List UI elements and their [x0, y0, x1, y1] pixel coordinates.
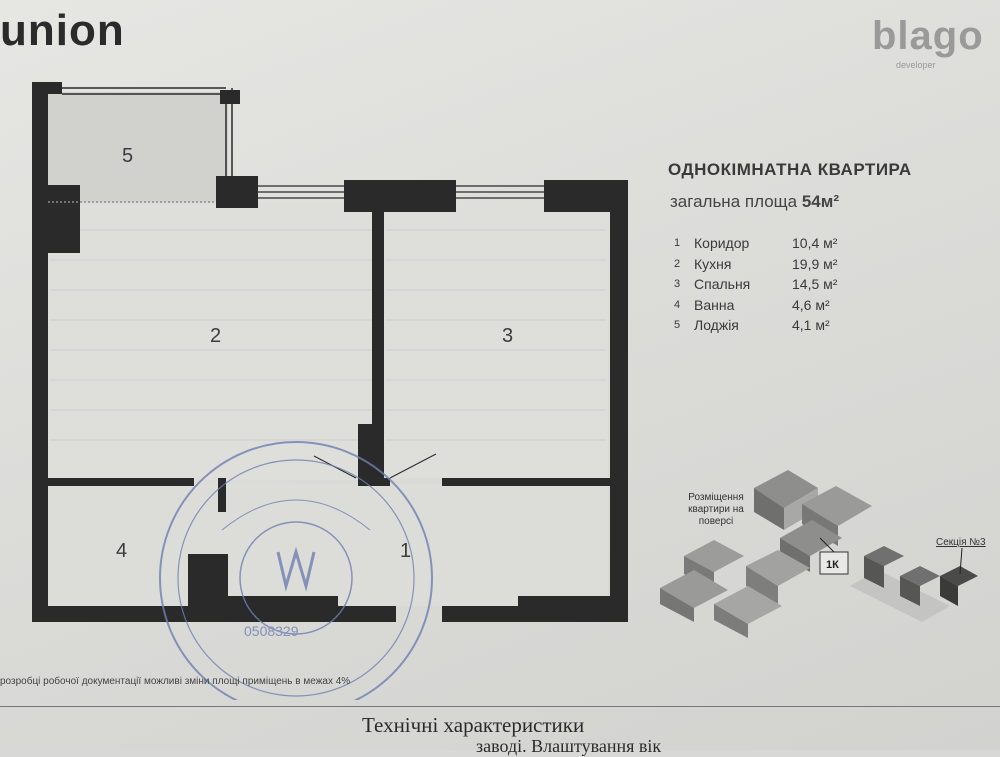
official-seal: 0508329	[159, 441, 433, 700]
cut-off-text: заводі. Влаштування вік	[476, 736, 662, 756]
wall-bottom-inner	[228, 596, 338, 608]
apartment-title: ОДНОКІМНАТНА КВАРТИРА	[668, 160, 912, 179]
wall-top-left	[32, 82, 62, 94]
room-1-floor	[218, 484, 608, 606]
wall-corridor-top	[358, 478, 390, 486]
blago-logo-subtitle: developer	[896, 60, 936, 70]
walls	[32, 82, 628, 622]
loggia-frame	[48, 87, 233, 203]
wall-pier-2	[344, 180, 456, 212]
legend-area: 19,9 м²	[792, 255, 838, 272]
wall-bottom-left	[32, 606, 396, 622]
total-area-prefix: загальна площа	[670, 192, 798, 211]
room-3-floor	[382, 202, 608, 478]
divider	[0, 706, 1000, 707]
wall-pier-1	[216, 176, 258, 208]
unit-tag: 1К	[826, 559, 839, 571]
section-heading: Технічні характеристики	[362, 713, 585, 737]
legend-area: 14,5 м²	[792, 276, 838, 292]
legend-name: Спальня	[694, 276, 751, 292]
wall-bath-side	[218, 478, 226, 512]
room-label-5: 5	[122, 145, 133, 167]
wall-shaft	[188, 554, 228, 606]
wall-bottom-ledge	[518, 596, 610, 608]
legend-name: Ванна	[694, 296, 735, 313]
loggia-corner	[220, 90, 240, 104]
wall-right	[610, 180, 628, 622]
windows	[258, 185, 544, 199]
section-label: Секція №3	[936, 537, 986, 548]
legend-row: 2 Кухня 19,9 м²	[674, 256, 854, 277]
wall-bedroom-bottom	[442, 478, 610, 486]
room-label-3: 3	[502, 325, 513, 347]
legend-num: 4	[674, 298, 681, 311]
room-label-2: 2	[210, 325, 221, 347]
legend-area: 4,6 м²	[792, 296, 830, 313]
legend-num: 5	[674, 319, 681, 331]
room-label-1: 1	[400, 540, 411, 562]
legend-name: Лоджія	[694, 317, 739, 333]
seal-code: 0508329	[244, 623, 299, 639]
floor-location-caption: Розміщення квартири на поверсі	[688, 492, 744, 527]
total-area-value: 54м²	[801, 192, 839, 211]
wall-bath-top	[48, 478, 194, 486]
legend-area: 10,4 м²	[792, 235, 838, 251]
room-legend: 1 Коридор 10,4 м² 2 Кухня 19,9 м² 3 Спал…	[674, 235, 854, 338]
blago-logo: blago	[872, 14, 984, 58]
room-5-floor	[48, 92, 228, 202]
wall-partition-vertical	[372, 208, 384, 478]
legend-row: 1 Коридор 10,4 м²	[674, 235, 854, 256]
legend-area: 4,1 м²	[792, 317, 830, 333]
room-2-floor	[48, 202, 376, 480]
wall-partition-stub	[358, 424, 380, 484]
floor-hatching	[50, 229, 606, 441]
wall-column-left	[32, 185, 80, 253]
wall-left	[32, 82, 48, 620]
legend-name: Кухня	[694, 255, 732, 272]
legend-num: 3	[674, 278, 681, 290]
legend-num: 2	[674, 257, 681, 270]
floor-plan: 5 2 3 4 1 0508329	[32, 82, 978, 700]
legend-row: 3 Спальня 14,5 м²	[674, 276, 854, 297]
union-logo: union	[0, 6, 125, 55]
legend-row: 4 Ванна 4,6 м²	[674, 297, 854, 318]
legend-name: Коридор	[694, 235, 750, 251]
floor-location-diagram: 1К	[660, 470, 978, 638]
area-footnote: розробці робочої документації можливі зм…	[0, 676, 351, 687]
total-area-line: загальна площа 54м²	[670, 192, 839, 212]
legend-num: 1	[674, 237, 681, 249]
room-label-4: 4	[116, 540, 127, 562]
wall-bottom-right	[442, 606, 628, 622]
legend-row: 5 Лоджія 4,1 м²	[674, 317, 854, 338]
